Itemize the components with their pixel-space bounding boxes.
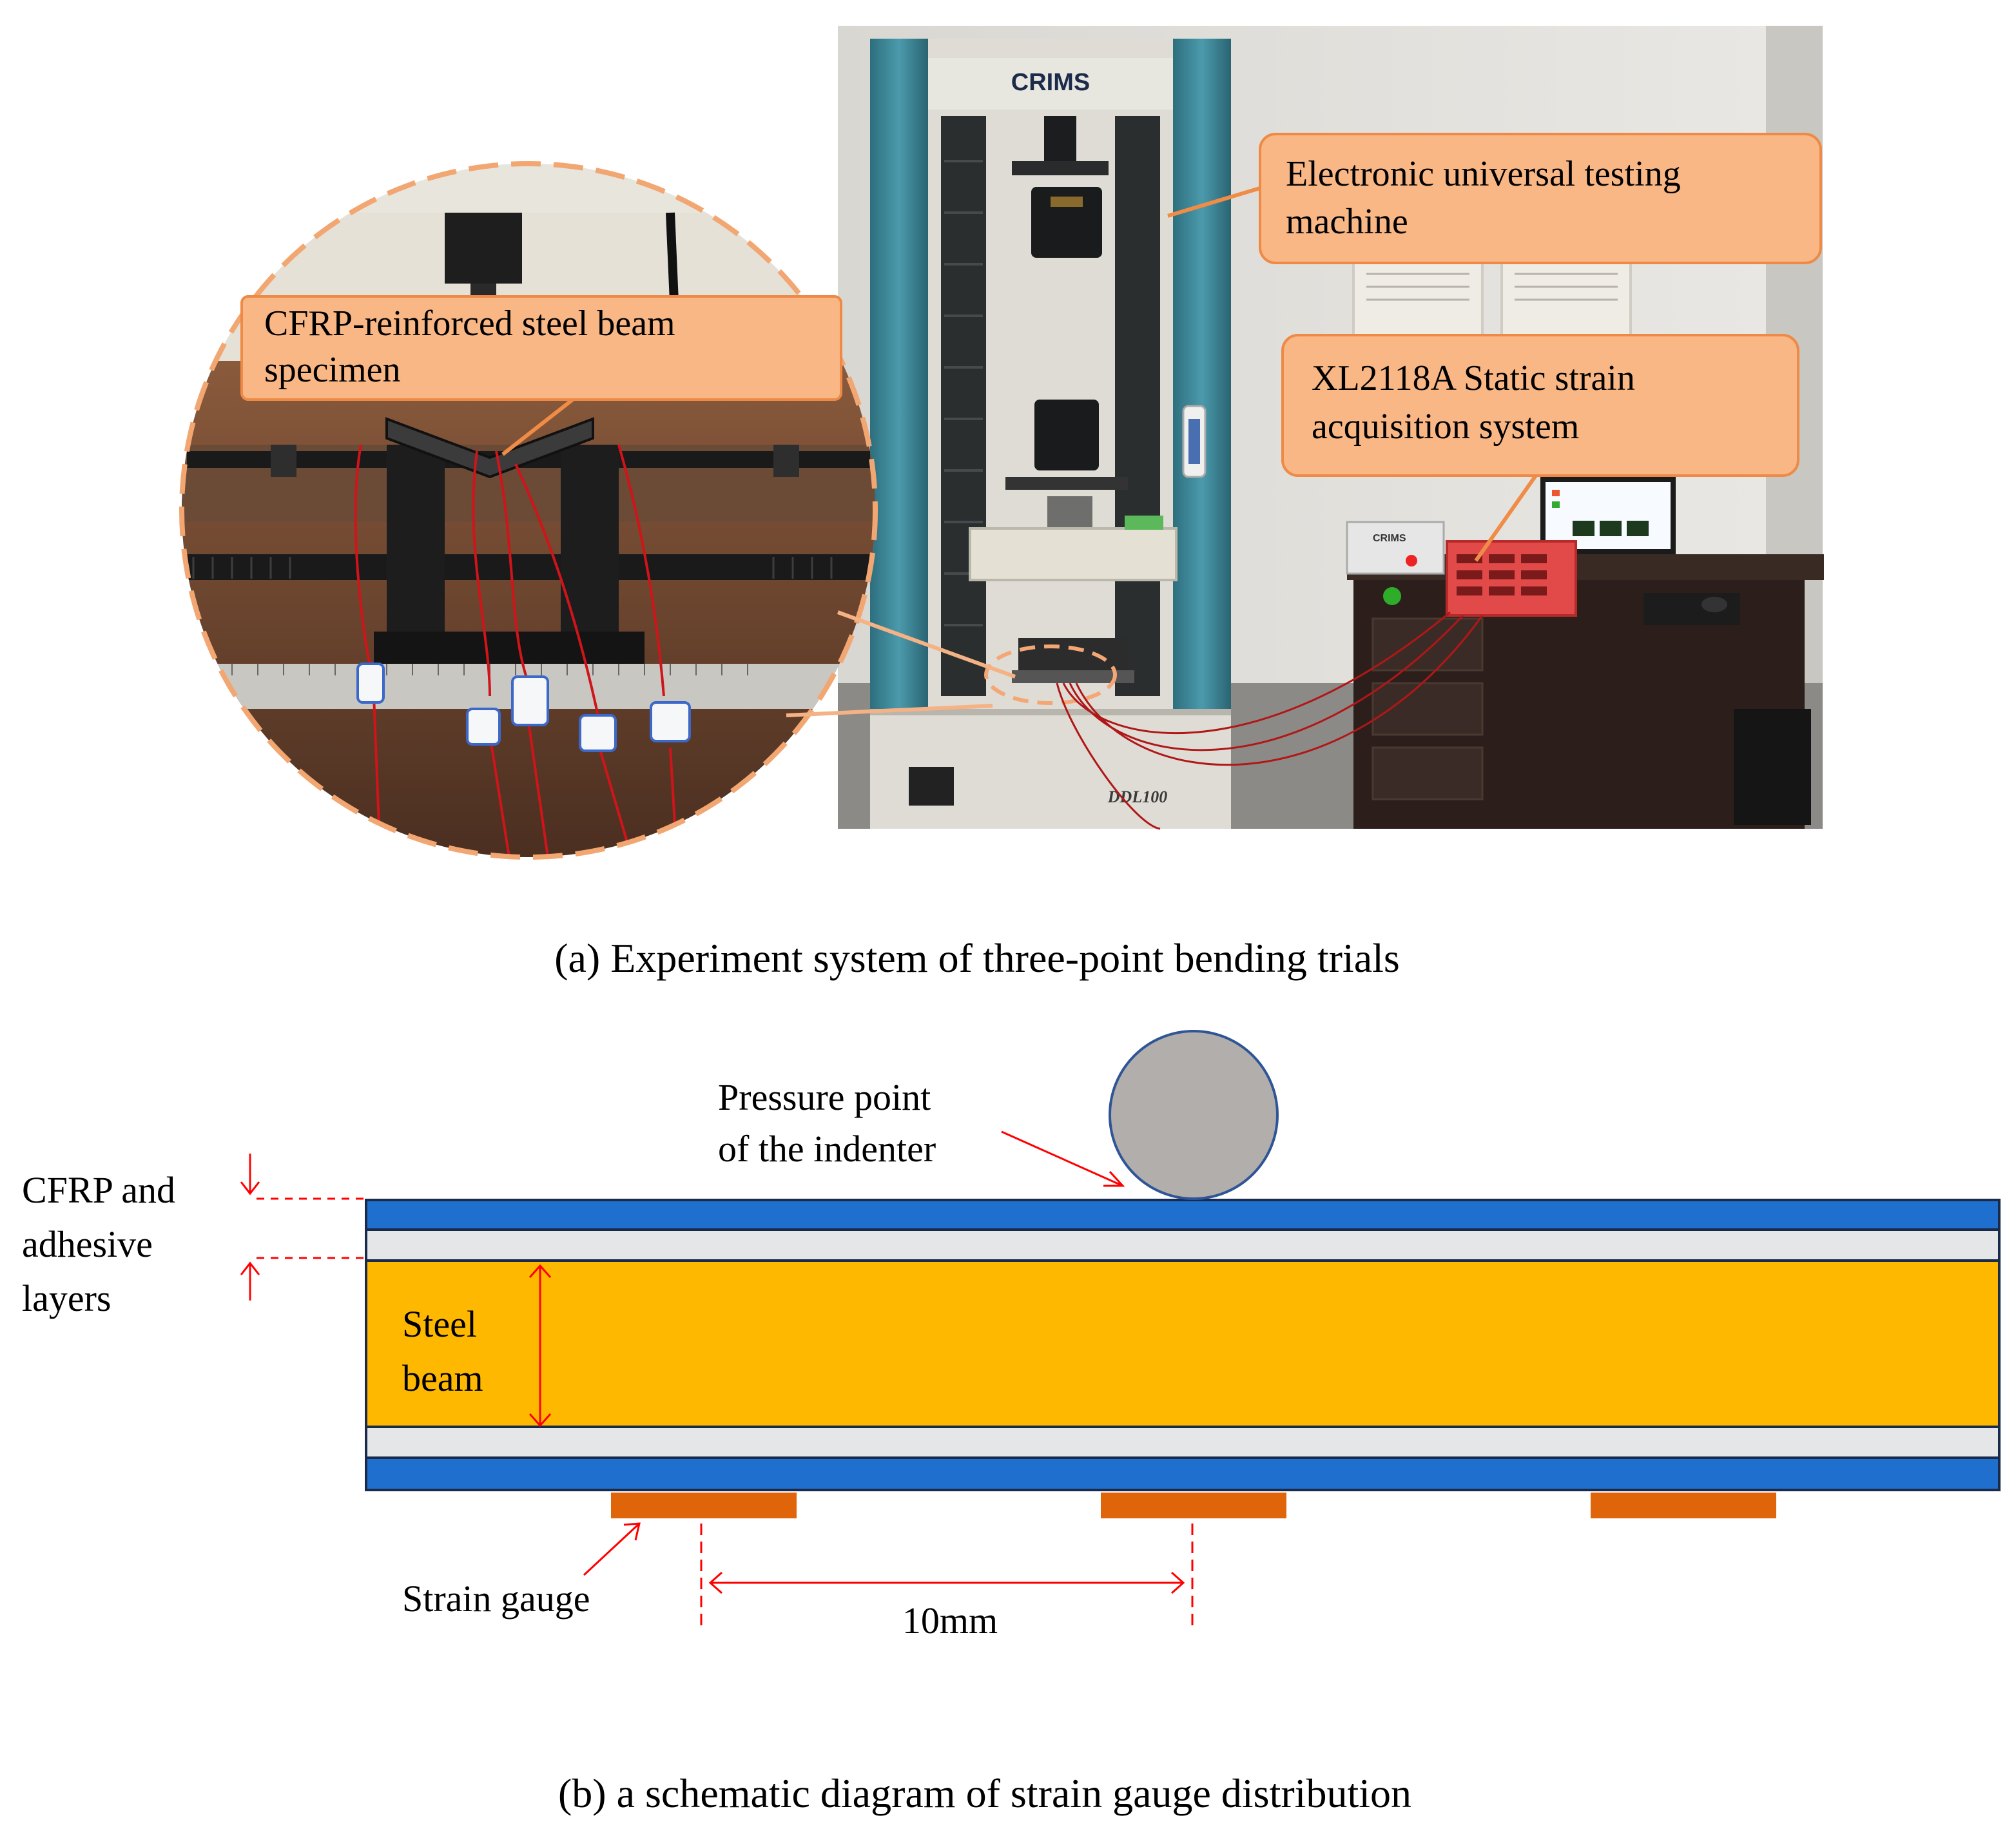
strain-gauge-label: Strain gauge: [402, 1578, 590, 1620]
spacing-label: 10mm: [902, 1600, 998, 1641]
callout-specimen-line2: specimen: [264, 350, 400, 390]
layers-label-line1: CFRP and: [22, 1169, 175, 1211]
adhesive-layer-top: [365, 1228, 2001, 1262]
cfrp-layer-bottom: [365, 1456, 2001, 1491]
callout-testing-machine-line2: machine: [1286, 202, 1408, 242]
layers-label-line2: adhesive: [22, 1223, 153, 1265]
schematic-annotations: [240, 1130, 1194, 1630]
callout-specimen: CFRP-reinforced steel beam specimen: [240, 295, 842, 456]
steel-beam-label-line2: beam: [402, 1357, 483, 1399]
callout-testing-machine: Electronic universal testing machine: [1167, 133, 1822, 264]
callout-strain-system-line2: acquisition system: [1312, 407, 1579, 447]
strain-gauges: [611, 1493, 1776, 1518]
layers-label-line3: layers: [22, 1277, 111, 1319]
steel-beam-core: [365, 1259, 2001, 1428]
zoom-connector-lines: [786, 610, 1016, 717]
indenter-label: Pressure point of the indenter: [718, 1076, 940, 1170]
indenter-label-line2: of the indenter: [718, 1128, 936, 1170]
callout-specimen-line1: CFRP-reinforced steel beam: [264, 304, 675, 343]
indenter-circle: [1109, 1030, 1279, 1200]
strain-gauge-2: [1101, 1493, 1286, 1518]
steel-beam-label-line1: Steel: [402, 1303, 477, 1345]
adhesive-layer-bottom: [365, 1426, 2001, 1459]
layers-label: CFRP and adhesive layers: [22, 1169, 184, 1319]
machine-brand-label: CRIMS: [1011, 69, 1090, 96]
callout-testing-machine-line1: Electronic universal testing: [1286, 154, 1681, 194]
callout-strain-system-line1: XL2118A Static strain: [1312, 358, 1635, 398]
steel-beam-label: Steel beam: [402, 1303, 486, 1399]
zoomed-specimen-circle: [179, 161, 878, 860]
panel-a-caption: (a) Experiment system of three-point ben…: [554, 935, 1400, 981]
indenter-label-line1: Pressure point: [718, 1076, 931, 1118]
controller-brand-label: CRIMS: [1373, 533, 1406, 544]
strain-gauge-1: [611, 1493, 797, 1518]
cfrp-layer-top: [365, 1199, 2001, 1231]
callout-strain-system: XL2118A Static strain acquisition system: [1281, 334, 1799, 562]
beam-schematic: [365, 1030, 2001, 1491]
strain-gauge-3: [1591, 1493, 1776, 1518]
panel-b-caption: (b) a schematic diagram of strain gauge …: [558, 1770, 1411, 1816]
